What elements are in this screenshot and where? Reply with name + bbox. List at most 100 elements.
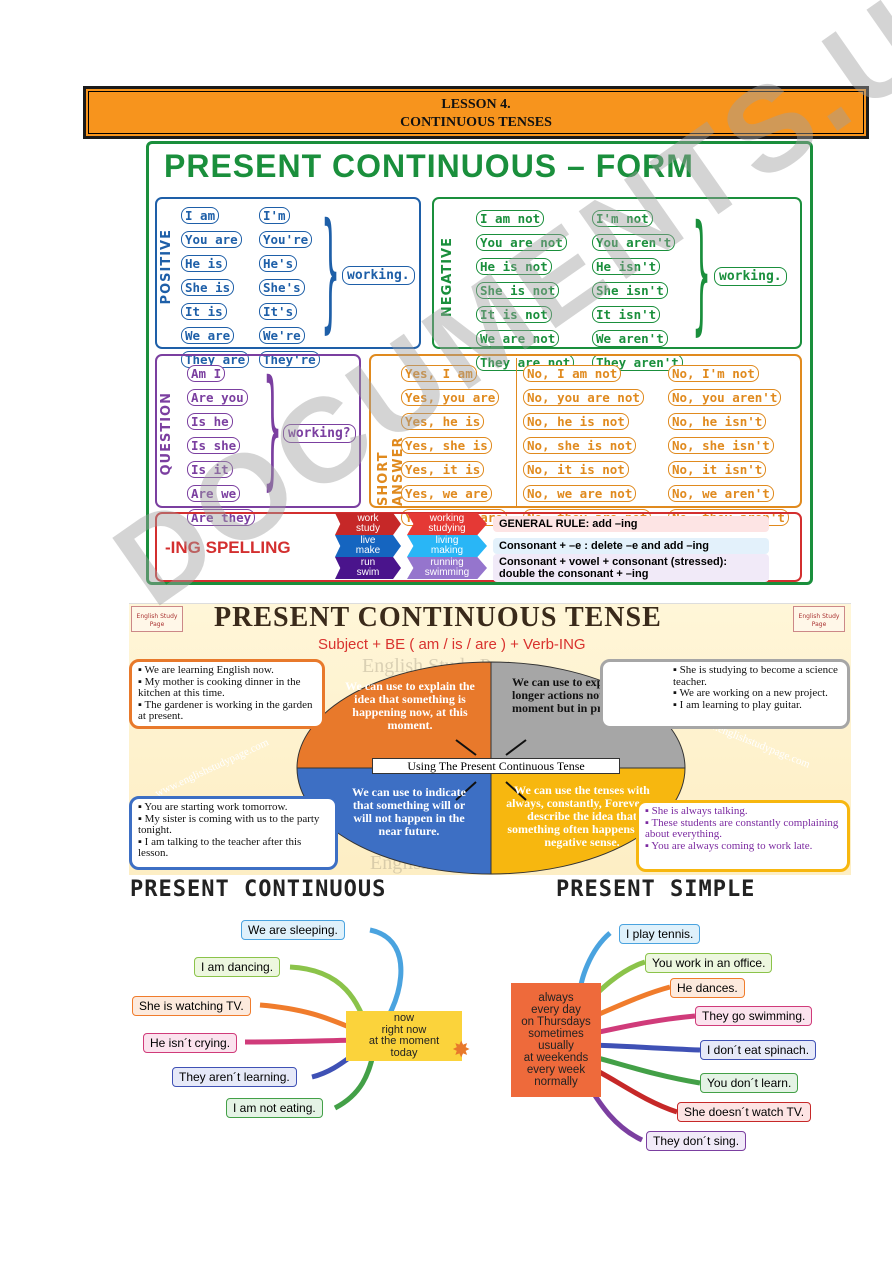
positive-label: POSITIVE: [159, 229, 174, 305]
tense-title: PRESENT CONTINUOUS TENSE: [214, 602, 662, 633]
logo-left: English Study Page: [131, 606, 183, 632]
form-item: You aren't: [592, 234, 676, 251]
form-item: We are not: [476, 330, 560, 347]
time-expression: right now: [381, 1023, 427, 1036]
form-item: Yes, we are: [401, 485, 492, 502]
example-box-3: ▪ You are starting work tomorrow.▪ My si…: [129, 796, 338, 870]
form-item: Yes, it is: [401, 461, 485, 478]
mindmap-example: They aren´t learning.: [172, 1067, 297, 1087]
mindmap-branches: [244, 927, 701, 1143]
form-item: I'm: [259, 207, 290, 224]
form-item: Is she: [187, 437, 241, 454]
question-label: QUESTION: [159, 392, 174, 476]
quadrant-blue: [296, 767, 492, 875]
example-sentence: ▪ She is always talking.: [645, 805, 748, 817]
form-item: Yes, I am: [401, 365, 477, 382]
form-item: Yes, she is: [401, 437, 492, 454]
quadrant-3-text: We can use to indicate that something wi…: [352, 785, 466, 838]
form-item: He is not: [476, 258, 552, 275]
form-item: She's: [259, 279, 305, 296]
example-sentence: ▪ My mother is cooking dinner in the kit…: [138, 675, 301, 699]
mindmap-example: I am not eating.: [226, 1098, 323, 1118]
example-box-1: ▪ We are learning English now.▪ My mothe…: [129, 659, 325, 729]
example-sentence: ▪ I am learning to play guitar.: [673, 698, 802, 711]
form-item: I am: [181, 207, 220, 224]
form-item: We are: [181, 327, 235, 344]
lesson-title: CONTINUOUS TENSES: [400, 115, 552, 130]
form-item: No, we aren't: [668, 485, 774, 502]
mindmap-example: She is watching TV.: [132, 996, 251, 1016]
logo-right: English Study Page: [793, 606, 845, 632]
mindmap-example: She doesn´t watch TV.: [677, 1102, 812, 1122]
time-expression: at the moment: [368, 1035, 440, 1047]
form-item: I'm not: [592, 210, 653, 227]
example-sentence: ▪ She is studying to become a science te…: [673, 664, 838, 688]
lesson-number: LESSON 4.: [441, 97, 511, 112]
form-item: Is it: [187, 461, 233, 478]
form-item: She is: [181, 279, 235, 296]
time-expression: sometimes: [528, 1028, 584, 1040]
time-expression: every day: [531, 1004, 581, 1016]
time-expression: today: [390, 1046, 418, 1059]
example-box-4: ▪ She is always talking.▪ These students…: [636, 800, 850, 872]
form-item: It's: [259, 303, 298, 320]
mindmap-example: I am dancing.: [194, 957, 281, 977]
mindmap-example: He dances.: [670, 978, 745, 998]
mindmap-left-title: PRESENT CONTINUOUS: [130, 877, 387, 902]
form-item: It isn't: [592, 306, 661, 323]
time-expression: now: [393, 1012, 415, 1024]
form-item: No, she is not: [523, 437, 637, 454]
form-item: It is: [181, 303, 227, 320]
form-item: She isn't: [592, 282, 668, 299]
form-item: Yes, you are: [401, 389, 500, 406]
form-item: We're: [259, 327, 305, 344]
form-item: Are you: [187, 389, 248, 406]
question-brace: }: [263, 355, 283, 507]
time-expression: always: [538, 992, 574, 1004]
mindmap-example: I don´t eat spinach.: [700, 1040, 817, 1060]
form-item: Are we: [187, 485, 241, 502]
form-item: No, he isn't: [668, 413, 767, 430]
example-sentence: ▪ I am talking to the teacher after this…: [138, 835, 302, 859]
ing-spelling-title: -ING SPELLING: [165, 538, 291, 557]
example-sentence: ▪ These students are constantly complain…: [645, 816, 839, 840]
quadrant-orange: [296, 661, 492, 769]
form-item: You are not: [476, 234, 567, 251]
form-item: You're: [259, 231, 313, 248]
positive-verb: working.: [342, 266, 415, 285]
mindmap-example: You don´t learn.: [700, 1073, 799, 1093]
form-item: No, she isn't: [668, 437, 774, 454]
form-item: It is not: [476, 306, 552, 323]
ing-rule-text: Consonant + vowel + consonant (stressed)…: [493, 554, 769, 582]
mindmap-example: He isn´t crying.: [143, 1033, 238, 1053]
example-sentence: ▪ The gardener is working in the garden …: [138, 698, 313, 722]
ing-rule-text: Consonant + –e : delete –e and add –ing: [493, 538, 769, 554]
example-sentence: ▪ You are always coming to work late.: [645, 839, 813, 852]
positive-brace: }: [321, 198, 341, 350]
form-item: He is: [181, 255, 227, 272]
mindmap-example: They go swimming.: [695, 1006, 813, 1026]
form-item: No, you are not: [523, 389, 644, 406]
